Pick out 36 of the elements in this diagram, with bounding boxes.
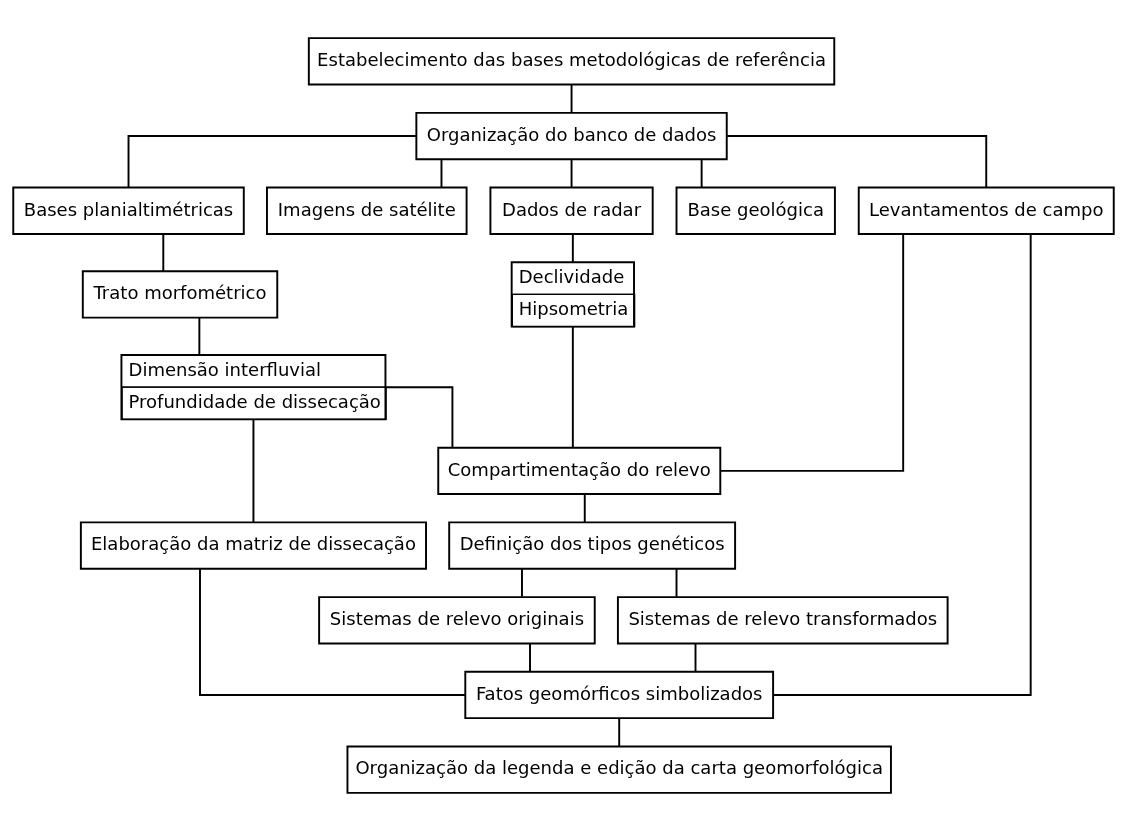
node-box: Organização do banco de dados	[415, 111, 728, 160]
node-box: Sistemas de relevo originais	[318, 595, 596, 644]
node-box: Sistemas de relevo transformados	[616, 595, 949, 644]
connector	[772, 232, 1032, 696]
node-box: Levantamentos de campo	[857, 186, 1115, 235]
connector	[571, 232, 574, 263]
node-box: Organização da legenda e edição da carta geomorfológica	[346, 745, 892, 794]
node-box: Base geológica	[675, 186, 836, 235]
connector	[384, 385, 454, 449]
connector	[440, 157, 443, 188]
connector	[618, 716, 621, 747]
connector	[583, 492, 586, 523]
connector	[726, 134, 988, 188]
connector	[127, 134, 417, 188]
connector	[571, 325, 574, 448]
connector	[529, 642, 531, 672]
connector	[521, 567, 523, 598]
connector	[199, 567, 466, 696]
connector	[162, 232, 165, 272]
connector	[675, 567, 678, 598]
node-box: Fatos geomórficos simbolizados	[464, 670, 775, 719]
node-box: Dados de radar	[489, 186, 654, 235]
node-box: Bases planialtimétricas	[12, 186, 245, 235]
node-box: Definição dos tipos genéticos	[448, 520, 737, 570]
connector	[570, 157, 573, 188]
connector	[700, 157, 703, 188]
connector	[719, 232, 905, 472]
connector	[694, 642, 697, 672]
connector	[570, 83, 573, 114]
node-box: Trato morfométrico	[81, 269, 279, 319]
node-box: Estabelecimento das bases metodológicas de referência	[307, 36, 836, 85]
node-box: Elaboração da matriz de dissecação	[79, 520, 427, 570]
connector	[252, 418, 255, 523]
node-box: Compartimentação do relevo	[437, 446, 722, 495]
node-box: Imagens de satélite	[266, 186, 468, 235]
connector	[198, 316, 201, 356]
